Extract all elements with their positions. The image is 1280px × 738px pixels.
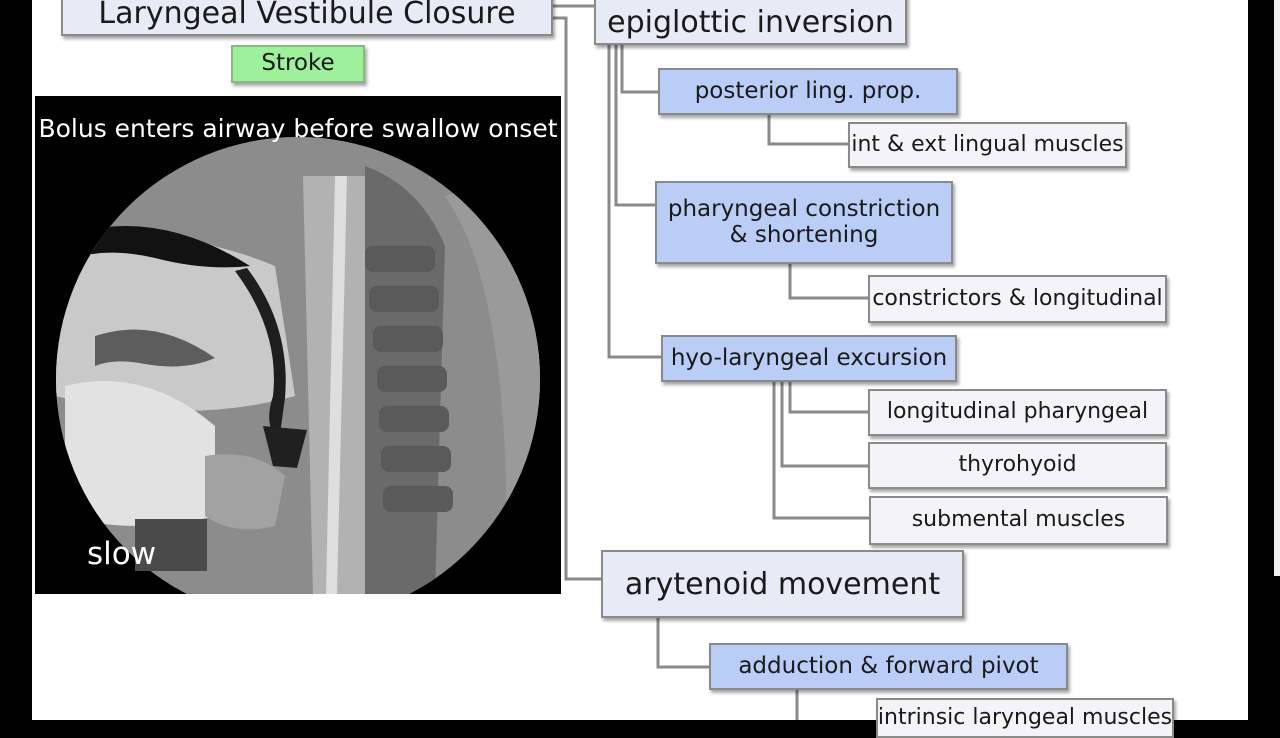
xray-image [56, 137, 540, 594]
connector-hyo-submental [772, 382, 871, 520]
connector-title-arytenoid [553, 16, 602, 581]
connector-lines [553, 4, 871, 720]
connector-hyo-longitudinal [788, 382, 870, 414]
edge-strip [1274, 0, 1280, 576]
connector-epiglottic-pharyngeal [614, 44, 656, 207]
fluoroscopy-video[interactable]: Bolus enters airway before swallow onset… [35, 96, 561, 594]
node-adduction-forward-pivot: adduction & forward pivot [709, 643, 1068, 690]
node-epiglottic-inversion: epiglottic inversion [594, 0, 907, 45]
connector-epiglottic-posterior [620, 44, 660, 94]
node-hyo-laryngeal-excursion: hyo-laryngeal excursion [661, 335, 957, 382]
diagram-title: Laryngeal Vestibule Closure [61, 0, 553, 36]
connector-hyo-thyrohyoid [780, 382, 870, 468]
connector-epiglottic-hyolaryngeal [607, 44, 662, 359]
video-caption: Bolus enters airway before swallow onset [38, 114, 558, 143]
condition-tag: Stroke [231, 45, 365, 83]
playback-speed-label: slow [87, 536, 157, 572]
node-arytenoid-movement: arytenoid movement [601, 550, 964, 618]
connector-posterior-lingual [767, 115, 850, 146]
speed-badge [135, 519, 207, 571]
node-thyrohyoid: thyrohyoid [868, 442, 1167, 489]
node-submental-muscles: submental muscles [869, 496, 1168, 545]
connector-pharyngeal-constrictors [788, 263, 870, 300]
node-pharyngeal-constriction: pharyngeal constriction & shortening [655, 181, 953, 264]
node-longitudinal-pharyngeal: longitudinal pharyngeal [868, 389, 1167, 436]
node-posterior-ling-prop: posterior ling. prop. [658, 68, 958, 115]
node-constrictors-longitudinal: constrictors & longitudinal [868, 275, 1167, 323]
right-letterbox [1248, 0, 1280, 720]
connector-arytenoid-adduction [656, 618, 710, 669]
node-int-ext-lingual-muscles: int & ext lingual muscles [848, 122, 1127, 168]
node-intrinsic-laryngeal-muscles: intrinsic laryngeal muscles [876, 698, 1174, 738]
